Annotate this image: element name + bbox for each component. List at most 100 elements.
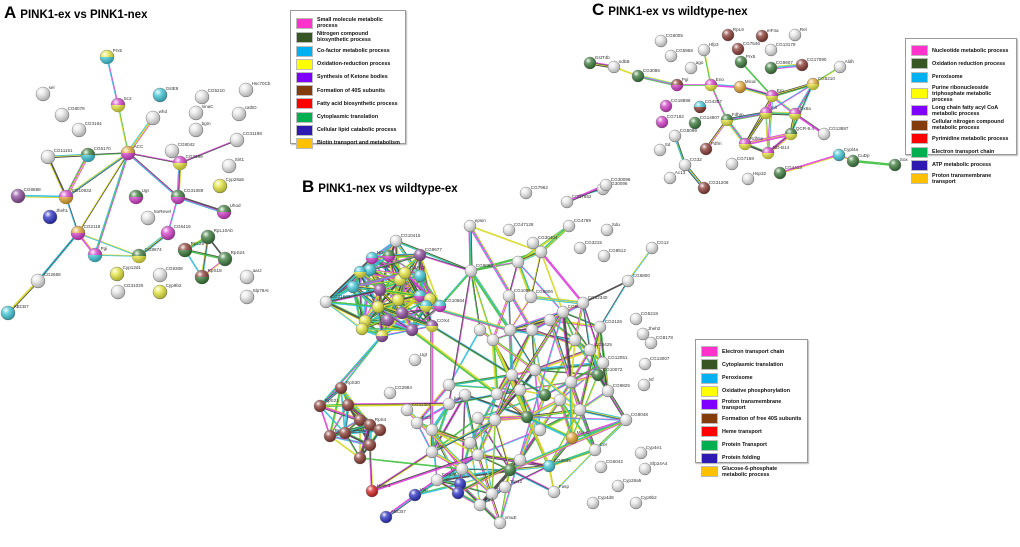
protein-node[interactable]: CG12051 [596,355,628,370]
protein-node[interactable] [341,398,355,412]
protein-node[interactable]: CG4413 [773,165,802,180]
protein-node[interactable] [395,306,409,320]
protein-node[interactable]: Cer [588,442,608,457]
protein-node[interactable] [371,300,385,314]
protein-node[interactable]: CG10415 [389,233,421,248]
protein-node[interactable]: ABCB7 [0,304,29,321]
protein-node[interactable]: CG5210 [806,76,835,91]
protein-node[interactable] [458,388,472,402]
protein-node[interactable]: ago [684,60,704,75]
protein-node[interactable]: CG31030 [110,283,144,300]
protein-node[interactable]: RpS21 [313,398,339,413]
protein-node[interactable]: Ox8a [788,106,811,121]
protein-node[interactable]: nahl [425,444,445,459]
protein-node[interactable] [346,280,360,294]
protein-node[interactable] [553,393,567,407]
protein-node[interactable] [486,333,500,347]
protein-node[interactable]: CG2658 [30,272,61,289]
protein-node[interactable]: Sdu [600,222,620,237]
protein-node[interactable]: CG5218 [629,311,658,326]
protein-node[interactable]: CG32 [678,157,702,172]
protein-node[interactable]: CG8178 [644,335,673,350]
protein-node[interactable]: CG6170 [80,146,111,163]
protein-node[interactable]: Sd [653,142,671,157]
protein-node[interactable]: ABCB7 [379,509,406,524]
protein-node[interactable]: CG14907 [688,115,720,130]
protein-node[interactable] [413,269,427,283]
protein-node[interactable]: whd [145,109,167,126]
protein-node[interactable]: ACC [120,144,144,161]
protein-node[interactable] [355,322,369,336]
protein-node[interactable]: Prx5 [734,54,756,69]
protein-node[interactable]: CG9677 [413,247,442,262]
protein-node[interactable] [511,255,525,269]
protein-node[interactable]: CG11151 [40,148,73,165]
protein-node[interactable]: mit [759,105,778,120]
protein-node[interactable]: CG31601 [319,294,351,309]
protein-node[interactable]: CG31198 [229,131,262,148]
protein-node[interactable]: GstT4b [583,55,610,70]
protein-node[interactable]: Mcr-C [565,430,590,445]
protein-node[interactable]: Tsp42 [498,479,523,494]
protein-node[interactable] [381,313,395,327]
protein-node[interactable]: ndbB [607,59,630,74]
protein-node[interactable] [363,438,377,452]
protein-node[interactable]: CG9607 [764,60,793,75]
protein-node[interactable]: bgm [442,396,463,411]
protein-node[interactable]: CG10964 [502,288,534,303]
protein-node[interactable]: CG10932 [58,188,92,205]
protein-node[interactable] [442,378,456,392]
protein-node[interactable] [533,423,547,437]
protein-node[interactable]: Uhod [216,203,241,220]
protein-node[interactable] [564,375,578,389]
protein-node[interactable]: RpL28 [177,241,205,258]
protein-node[interactable]: CG3086 [631,68,660,83]
protein-node[interactable]: CG9304 [430,472,459,487]
protein-node[interactable]: epsin [463,218,486,233]
protein-node[interactable]: Mical [733,79,756,94]
protein-node[interactable]: Prx5 [99,48,122,65]
protein-node[interactable] [419,299,433,313]
protein-node[interactable] [405,323,419,337]
protein-node[interactable]: CG30404 [526,235,558,250]
protein-node[interactable]: CG7168 [725,156,754,171]
protein-node[interactable]: CG17652 [560,194,592,209]
protein-node[interactable]: CG8099 [668,128,697,143]
protein-node[interactable]: CG6042 [594,459,623,474]
protein-node[interactable]: Cyp12d1 [109,265,141,282]
protein-node[interactable]: CG6425 [583,342,612,357]
protein-node[interactable]: Fasp [547,484,569,499]
protein-node[interactable]: CuDp [846,153,870,168]
protein-node[interactable]: CG4769 [562,218,591,233]
protein-node[interactable]: Pgd [473,497,493,512]
protein-node[interactable] [520,410,534,424]
protein-node[interactable] [505,368,519,382]
protein-node[interactable]: Pgi [670,77,688,92]
protein-node[interactable]: CG31089 [170,188,204,205]
protein-node[interactable] [473,323,487,337]
protein-node[interactable] [471,411,485,425]
protein-node[interactable]: CG3164 [71,121,102,138]
protein-node[interactable]: QCR-9.4 [784,126,814,141]
protein-node[interactable] [525,323,539,337]
protein-node[interactable]: Sox [888,157,908,172]
protein-node[interactable]: CG2984 [383,385,412,400]
protein-node[interactable] [353,451,367,465]
protein-node[interactable]: Jheh2 [636,326,661,341]
protein-node[interactable]: Cyp4d8 [586,495,614,510]
protein-node[interactable]: cathD [231,105,257,122]
protein-node[interactable] [573,403,587,417]
protein-node[interactable]: Ac13 [663,170,686,185]
protein-node[interactable]: Slp76At [239,288,269,305]
protein-node[interactable]: CG8512 [597,248,626,263]
protein-node[interactable] [513,383,527,397]
protein-node[interactable]: Fdhm [720,112,744,127]
protein-node[interactable] [338,426,352,440]
protein-node[interactable]: CG7192 [655,114,684,129]
protein-node[interactable]: CG13887 [817,126,849,141]
protein-node[interactable]: Ugt [128,188,149,205]
protein-node[interactable] [568,333,582,347]
protein-node[interactable]: CG12 [645,240,669,255]
protein-node[interactable]: CG8042 [164,142,195,159]
protein-node[interactable]: ND-B14 [761,145,790,160]
